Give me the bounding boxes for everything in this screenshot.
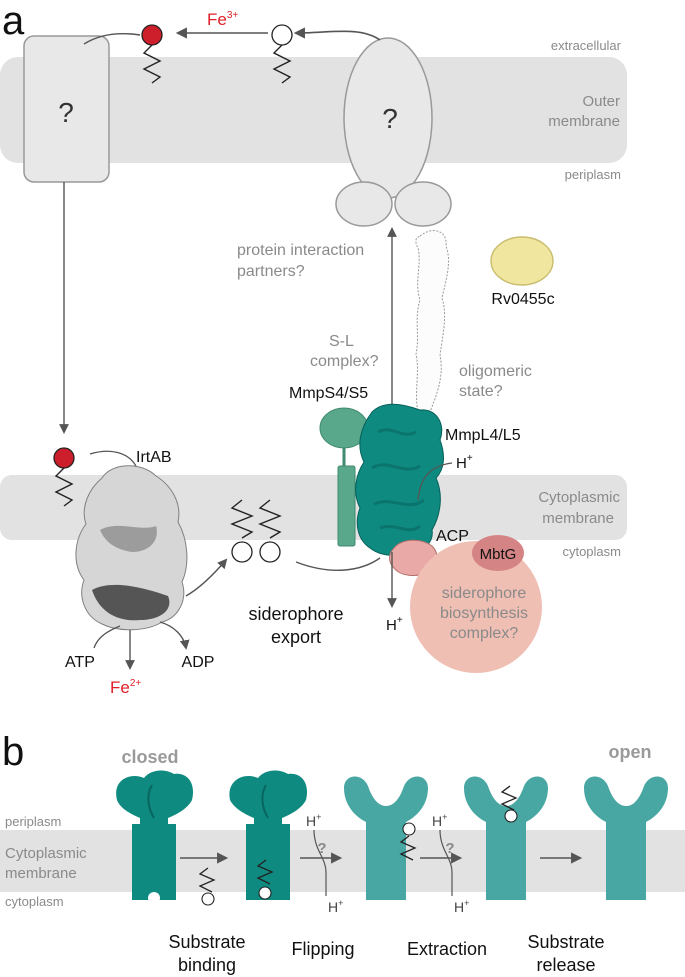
outer-membrane-label-1: Outer (582, 93, 620, 110)
proton-extract-in: H+ (432, 812, 447, 829)
unknown-export-mark: ? (382, 103, 398, 134)
mmps-label: MmpS4/S5 (289, 385, 368, 402)
question-flip: ? (317, 840, 326, 857)
panel-b-membrane-label-2: membrane (5, 865, 77, 882)
irtab-iron-siderophore-tail (54, 467, 74, 507)
unknown-export-globule-right (394, 181, 452, 227)
irtab-label: IrtAB (136, 449, 172, 466)
panel-b-membrane-label-1: Cytoplasmic (5, 845, 87, 862)
periplasm-label: periplasm (565, 167, 621, 182)
mmps-transmembrane-helix (337, 465, 356, 547)
export-siderophore-head-2 (259, 541, 281, 563)
export-label-2: export (271, 627, 321, 647)
proton-in-path (417, 462, 453, 501)
mmpl-label: MmpL4/L5 (445, 427, 521, 444)
proton-extract-path (439, 829, 453, 896)
export-siderophore-tail-2 (258, 499, 282, 539)
proton-out-label: H+ (386, 615, 403, 634)
mbtg-protein (472, 535, 524, 571)
fe2-label: Fe2+ (110, 678, 141, 697)
irtab-shading (92, 584, 170, 621)
sl-complex-label-2: complex? (310, 353, 379, 370)
protein-interaction-label-2: partners? (237, 263, 305, 280)
fe3-label: Fe3+ (207, 10, 238, 29)
unknown-import-protein (23, 35, 110, 183)
state-closed-label: closed (121, 747, 178, 767)
oligomeric-label-2: state? (459, 383, 503, 400)
biosynthesis-label-3: complex? (450, 625, 519, 642)
export-siderophore-head-1 (231, 541, 253, 563)
outer-membrane (0, 57, 627, 163)
extracellular-label: extracellular (551, 38, 622, 53)
link-export-to-mmpl (295, 557, 381, 571)
acp-label: ACP (436, 528, 469, 545)
proton-flip-path (313, 829, 327, 896)
adp-arrow (159, 621, 190, 650)
transporter-extracted (464, 776, 548, 900)
step-label-3: Extraction (407, 939, 487, 959)
unknown-import-mark: ? (58, 97, 74, 128)
biosynthesis-label-2: biosynthesis (440, 605, 528, 622)
biosynthesis-complex (410, 541, 542, 673)
panel-a-label: a (2, 0, 25, 43)
panel-b-cytoplasm-label: cytoplasm (5, 894, 64, 909)
outer-membrane-label-2: membrane (548, 113, 620, 130)
rv0455c-label: Rv0455c (491, 291, 554, 308)
iron-siderophore-tail (142, 44, 162, 84)
atp-label: ATP (65, 654, 95, 671)
mmpl-protein (355, 403, 444, 556)
arrow-to-export-siderophore (293, 27, 381, 41)
rv0455c-protein (490, 236, 554, 286)
panel-b-periplasm-label: periplasm (5, 814, 61, 829)
step-label-4b: release (536, 955, 595, 975)
irtab-shading-2 (100, 525, 157, 552)
proton-flip-in: H+ (306, 812, 321, 829)
irtab-iron-siderophore-head (53, 447, 75, 469)
mmpl-oligomer-ghost (415, 230, 449, 413)
transporter-open-empty (584, 776, 668, 900)
step-label-2: Flipping (291, 939, 354, 959)
oligomeric-label-1: oligomeric (459, 363, 532, 380)
apo-siderophore-tail (272, 44, 292, 84)
step-label-1a: Substrate (168, 932, 245, 952)
link-iron-to-import (83, 33, 141, 45)
mbtg-label: MbtG (480, 546, 517, 563)
cytoplasmic-membrane-label-2: membrane (542, 510, 614, 527)
proton-in-label: H+ (456, 453, 473, 472)
unknown-export-globule-left (335, 181, 393, 227)
state-open-label: open (609, 742, 652, 762)
transporter-closed-bound (229, 770, 308, 900)
panel-b-label: b (2, 730, 24, 774)
apo-siderophore-head (271, 24, 293, 46)
biosynthesis-label-1: siderophore (442, 585, 527, 602)
cytoplasmic-membrane-label-1: Cytoplasmic (538, 489, 620, 506)
transporter-closed-empty (116, 770, 194, 904)
link-iron-to-irtab (89, 450, 137, 467)
mmpl-texture (371, 428, 425, 532)
sl-complex-label-1: S-L (329, 333, 354, 350)
free-substrate-tail (198, 867, 216, 893)
adp-label: ADP (182, 654, 215, 671)
free-substrate-head (201, 892, 215, 906)
iron-loaded-siderophore-head (141, 24, 163, 46)
panel-b-membrane (0, 830, 685, 892)
step-label-1b: binding (178, 955, 236, 975)
cytoplasm-label: cytoplasm (562, 544, 621, 559)
export-label-1: siderophore (248, 604, 343, 624)
atp-path (93, 625, 121, 649)
proton-flip-out: H+ (328, 898, 343, 915)
step-label-4a: Substrate (527, 932, 604, 952)
export-siderophore-tail-1 (230, 499, 254, 539)
protein-interaction-label-1: protein interaction (237, 242, 364, 259)
transporter-flipped (344, 776, 428, 900)
arrow-irtab-export (185, 558, 228, 597)
proton-extract-out: H+ (454, 898, 469, 915)
question-extract: ? (445, 840, 454, 857)
